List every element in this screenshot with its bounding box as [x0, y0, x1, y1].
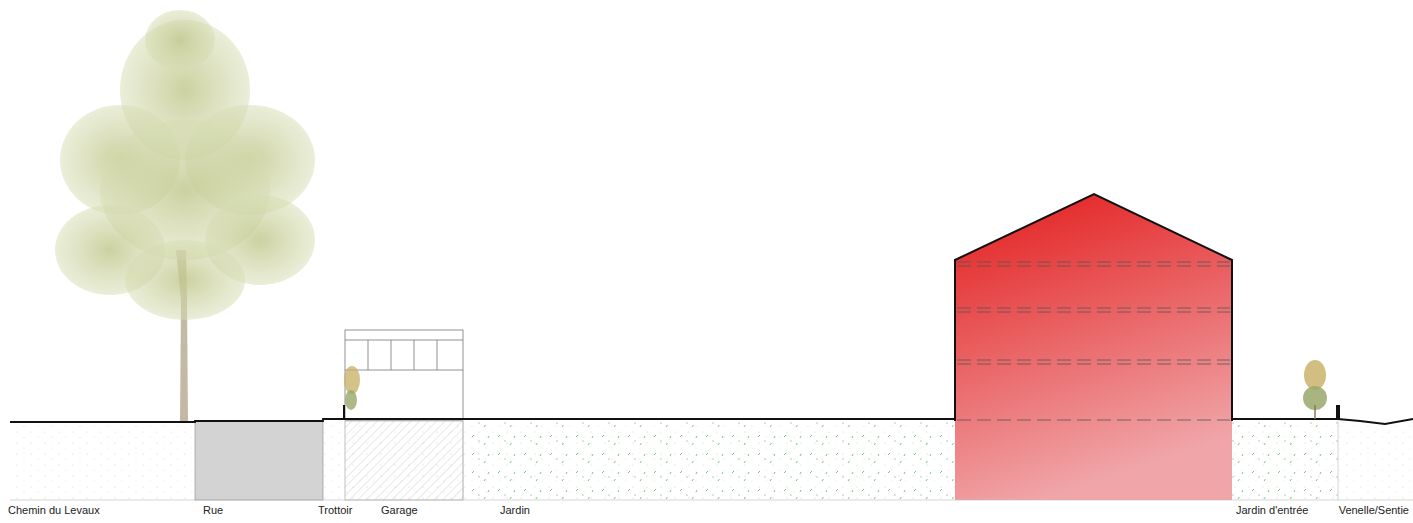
- shrub: [1303, 360, 1340, 419]
- place-label: Jardin: [500, 504, 530, 517]
- place-label: Rue: [203, 504, 223, 517]
- ground-line: [10, 419, 1413, 424]
- garden: [463, 422, 955, 500]
- garage-pergola: [345, 330, 463, 420]
- place-label: Venelle/Sentie: [1339, 504, 1409, 517]
- house-outline: [955, 194, 1232, 421]
- floor-lines: [957, 262, 1230, 420]
- place-label: Jardin d'entrée: [1236, 504, 1308, 517]
- house: [955, 194, 1232, 500]
- entry-garden: [1232, 422, 1338, 500]
- climbing-plant: [344, 366, 360, 419]
- place-label: Trottoir: [318, 504, 352, 517]
- garage-cut: [345, 421, 463, 500]
- street: [195, 421, 323, 500]
- place-label: Chemin du Levaux: [8, 504, 100, 517]
- place-label: Garage: [381, 504, 418, 517]
- tree: [55, 10, 315, 421]
